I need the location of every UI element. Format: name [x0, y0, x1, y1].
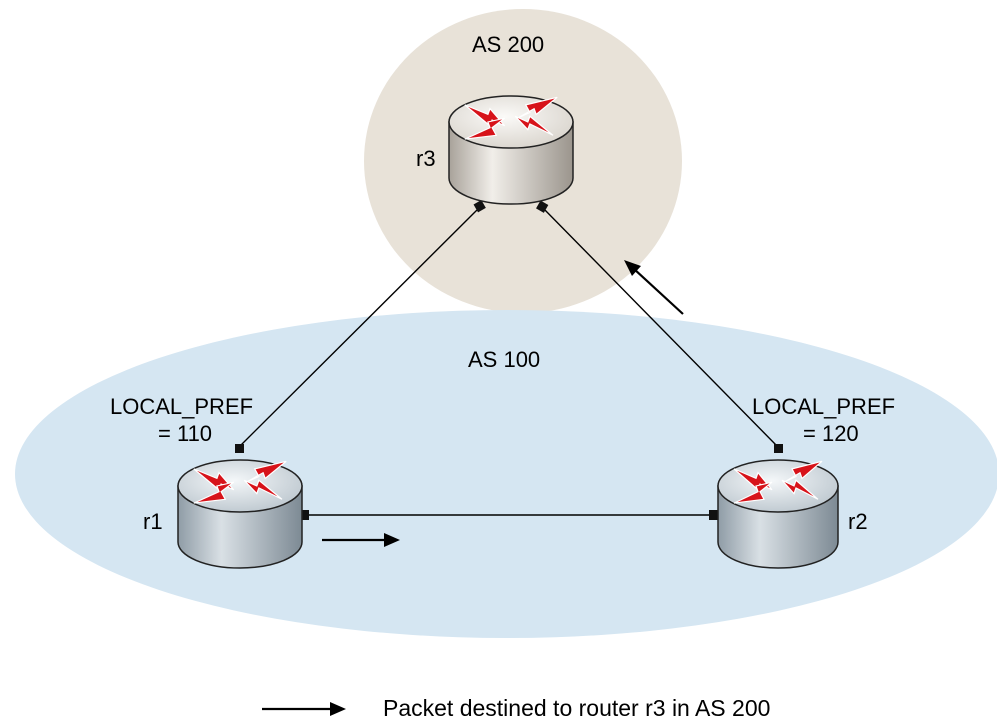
port-r1-up — [235, 444, 244, 453]
link-r2-r3 — [541, 206, 779, 448]
as-200-label: AS 200 — [472, 32, 545, 57]
router-icon — [448, 95, 574, 205]
router-icon — [177, 459, 303, 569]
port-r2-left — [709, 510, 718, 520]
legend-arrow-icon — [262, 702, 346, 716]
r2-local-pref-label: LOCAL_PREF — [752, 394, 896, 419]
r1-local-pref-value: = 110 — [158, 421, 213, 446]
router-r3-name: r3 — [416, 146, 436, 171]
r2-local-pref-value: = 120 — [803, 421, 859, 446]
arrow-right-icon — [322, 533, 400, 547]
legend-text: Packet destined to router r3 in AS 200 — [383, 695, 771, 721]
router-icon — [717, 459, 839, 569]
r1-local-pref-label: LOCAL_PREF — [110, 394, 254, 419]
port-r2-up — [774, 444, 783, 453]
link-r1-r3 — [238, 206, 481, 448]
router-r2-name: r2 — [848, 509, 868, 534]
port-r3-right — [536, 200, 549, 213]
port-r3-left — [473, 200, 486, 213]
arrow-up-left-icon — [624, 260, 684, 315]
as-100-label: AS 100 — [468, 347, 541, 372]
port-r1-right — [300, 510, 309, 520]
router-r1-name: r1 — [143, 509, 163, 534]
